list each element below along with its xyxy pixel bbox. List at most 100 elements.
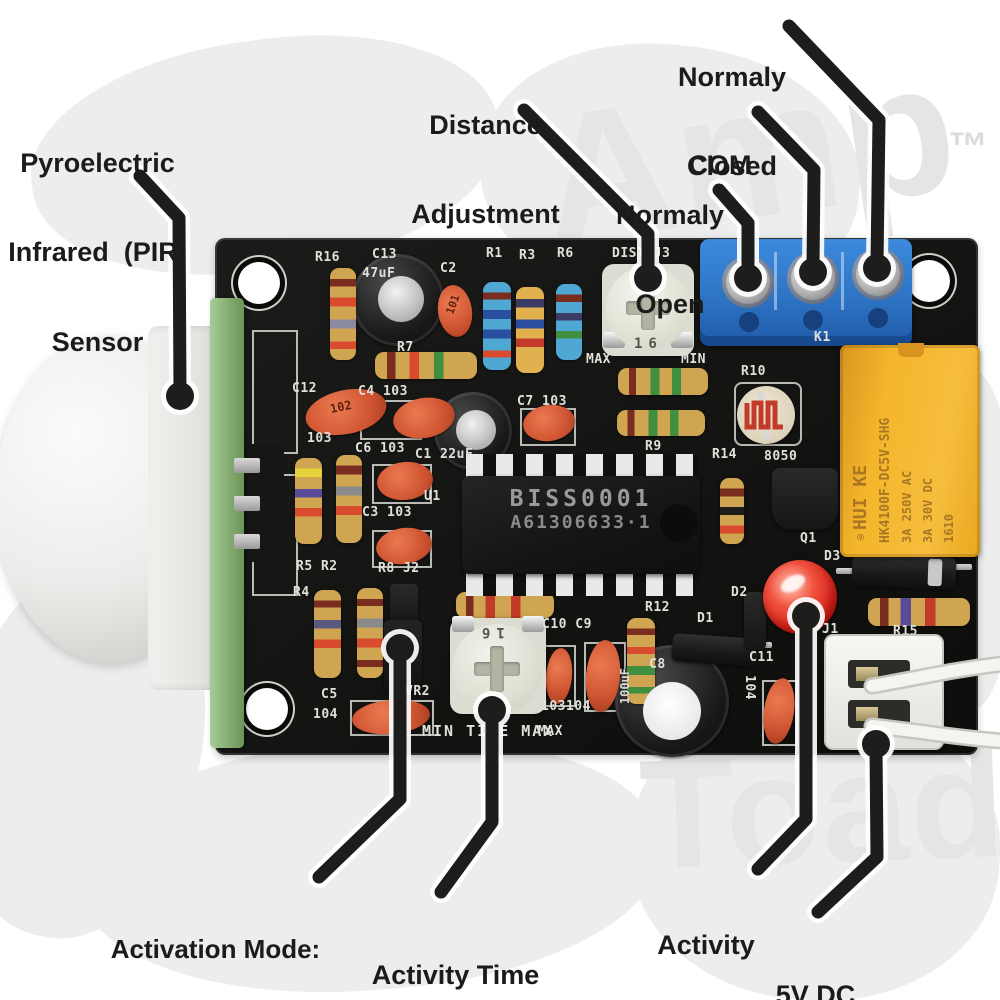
silkscreen-label-r9: R9 bbox=[645, 439, 662, 454]
pointer-line-pir-sensor bbox=[133, 169, 187, 397]
ic-label-line2: A61306633·1 bbox=[510, 512, 652, 533]
connector-pin bbox=[856, 707, 878, 721]
pointer-dot-activity-time bbox=[478, 696, 506, 724]
resistor-r15 bbox=[868, 598, 970, 626]
mounting-hole bbox=[908, 260, 950, 302]
silkscreen-label-r14: R14 bbox=[712, 447, 737, 462]
pointer-line-activity-indicator bbox=[751, 613, 813, 876]
pointer-line-distance bbox=[517, 103, 655, 279]
capacitor-c13-top bbox=[378, 276, 424, 322]
ic-label: BISS0001 A61306633·1 bbox=[466, 486, 696, 533]
silkscreen-label-min-top: MIN bbox=[681, 352, 706, 367]
silkscreen-label-r1: R1 bbox=[486, 246, 503, 261]
resistor-r14 bbox=[720, 478, 744, 544]
label-pir-sensor: Pyroelectric Infrared (PIR) Sensor bbox=[0, 90, 195, 417]
silkscreen-label-max-top: MAX bbox=[586, 352, 611, 367]
label-line: Activity Time bbox=[371, 960, 540, 991]
trimpot-vr2-clip bbox=[452, 616, 474, 632]
silkscreen-label-r3: R3 bbox=[519, 248, 536, 263]
silkscreen-label-d2: D2 bbox=[731, 585, 748, 600]
label-line: Activity bbox=[657, 930, 755, 961]
silkscreen-label-c13v: 47uF bbox=[362, 266, 396, 281]
label-line: Adjustment bbox=[411, 199, 560, 230]
silkscreen-label-c3: C3 103 bbox=[362, 505, 412, 520]
terminal-wire-hole bbox=[868, 308, 888, 328]
pir-pin bbox=[234, 496, 260, 511]
label-activity-time-adjustment: Activity Time Adjustment bbox=[368, 902, 543, 1000]
silkscreen-label-r5-r2: R5 R2 bbox=[296, 559, 338, 574]
capacitor-c1-top bbox=[456, 410, 496, 450]
silkscreen-label-q1: Q1 bbox=[800, 531, 817, 546]
trimpot-vr1-stamp: 16 bbox=[634, 336, 663, 352]
trimpot-vr2-clip bbox=[522, 616, 544, 632]
transistor-8050 bbox=[772, 468, 838, 530]
pointer-dot-com bbox=[799, 258, 827, 286]
resistor-r13 bbox=[456, 592, 554, 618]
pointer-line-activity-time bbox=[434, 707, 499, 899]
silkscreen-label-r10: R10 bbox=[741, 364, 766, 379]
terminal-wire-hole bbox=[739, 312, 759, 332]
mounting-hole bbox=[238, 262, 280, 304]
terminal-wire-hole bbox=[803, 310, 823, 330]
silkscreen-label-c5v: 104 bbox=[313, 707, 338, 722]
pointer-line-dc-input bbox=[811, 741, 884, 919]
dc-wires bbox=[863, 655, 1000, 750]
relay-notch bbox=[898, 343, 924, 357]
ic-dimple bbox=[660, 504, 698, 542]
pointer-dot-activation-mode bbox=[386, 634, 414, 662]
pointer-line-activation-mode bbox=[312, 645, 407, 884]
jumper-header-j2 bbox=[390, 584, 418, 626]
silkscreen-label-c2: C2 bbox=[440, 261, 457, 276]
silkscreen-label-vr2: VR2 bbox=[405, 684, 430, 699]
silkscreen-label-c10-c9: C10 C9 bbox=[542, 617, 592, 632]
resistor-r2 bbox=[336, 455, 362, 543]
resistor-r6 bbox=[556, 284, 582, 360]
label-com: COM bbox=[688, 92, 752, 240]
resistor-r1 bbox=[483, 282, 511, 370]
transistor-q1 bbox=[744, 592, 766, 650]
label-line: Activation Mode: bbox=[110, 934, 321, 965]
label-line: Normaly bbox=[615, 200, 725, 231]
ldr-squiggle bbox=[744, 392, 783, 439]
pointer-line-normally-open bbox=[712, 183, 755, 279]
mounting-hole bbox=[246, 688, 288, 730]
label-line: Normaly bbox=[677, 62, 787, 93]
label-dc-input: 5V DC Input bbox=[763, 922, 868, 1000]
diode-d3-lead bbox=[954, 564, 972, 570]
pointer-dot-pir-sensor bbox=[166, 382, 194, 410]
resistor-r4 bbox=[314, 590, 341, 678]
label-line: COM bbox=[688, 150, 752, 181]
diode-d3-lead bbox=[836, 568, 854, 574]
label-activity-indicator: Activity Indicator bbox=[645, 872, 767, 1000]
silkscreen-label-max-bottom: MAX bbox=[538, 724, 563, 739]
label-normally-closed: Normaly Closed bbox=[676, 4, 788, 242]
silkscreen-label-c7: C7 103 bbox=[517, 394, 567, 409]
pointer-dot-distance bbox=[634, 264, 662, 292]
silkscreen-label-j1: J1 bbox=[822, 622, 839, 637]
resistor-r3 bbox=[516, 287, 544, 373]
label-normally-open: Normaly Open bbox=[615, 142, 725, 380]
label-line: Pyroelectric bbox=[20, 148, 175, 179]
silkscreen-label-c12: C12 bbox=[292, 381, 317, 396]
silkscreen-label-c6: C6 103 bbox=[355, 441, 405, 456]
silkscreen-label-c5: C5 bbox=[321, 687, 338, 702]
silkscreen-label-d1: D1 bbox=[697, 611, 714, 626]
silkscreen-label-c8: C8 bbox=[649, 657, 666, 672]
terminal-divider bbox=[841, 252, 844, 310]
label-line: Infrared (PIR) bbox=[8, 237, 187, 268]
resistor-r9b bbox=[617, 410, 705, 436]
pointer-dot-dc-input bbox=[862, 730, 890, 758]
pointer-line-normally-closed bbox=[782, 19, 886, 269]
silkscreen-label-8050: 8050 bbox=[764, 449, 798, 464]
resistor-r8 bbox=[357, 588, 383, 678]
label-line: Sensor bbox=[51, 326, 144, 357]
photoresistor-r10 bbox=[737, 386, 795, 444]
silkscreen-label-k1: K1 bbox=[814, 330, 831, 345]
ic-pins-top bbox=[466, 454, 698, 478]
pointer-dot-normally-open bbox=[734, 264, 762, 292]
ic-label-line1: BISS0001 bbox=[509, 486, 653, 512]
silkscreen-label-c1: C1 22uF bbox=[415, 447, 474, 462]
silkscreen-label-r6: R6 bbox=[557, 246, 574, 261]
